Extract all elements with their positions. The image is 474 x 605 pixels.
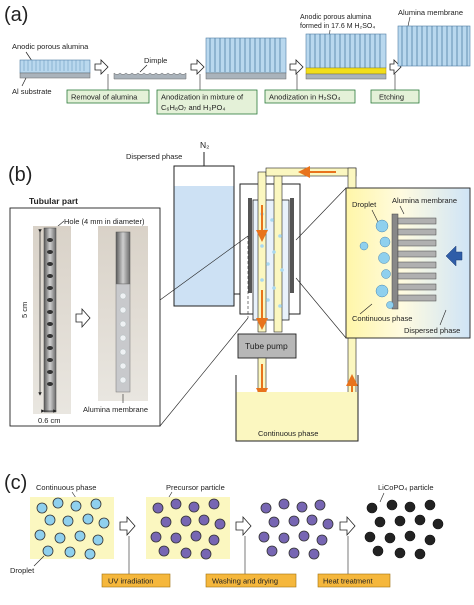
- n2-label: N₂: [200, 140, 209, 150]
- panel-c: (c) Continuous phase Droplet UV irradiat…: [4, 472, 444, 588]
- step-anodization-mixture-box: [156, 89, 258, 115]
- diameter-label: 0.6 cm: [38, 416, 61, 425]
- stage-dried-precursor: [258, 498, 334, 560]
- photo-arrow: [75, 307, 91, 329]
- washing-arrow: [235, 515, 252, 537]
- alumina-membrane-label-a: Alumina membrane: [398, 8, 463, 17]
- panel-a: (a) Anodic porous alumina Al substrate: [4, 4, 471, 115]
- washing-box: [205, 573, 297, 588]
- dispersed-phase-label: Dispersed phase: [126, 152, 182, 161]
- formed-in-label: formed in 17.6 M H₂SO₄: [300, 23, 375, 30]
- process-arrow-1: [94, 59, 109, 75]
- panel-b-label: (b): [8, 164, 32, 186]
- length-label: 5 cm: [20, 302, 29, 318]
- washing-label: Washing and drying: [212, 577, 278, 586]
- droplet-label-c: Droplet: [10, 566, 35, 575]
- inset-continuous-label: Continuous phase: [352, 314, 412, 323]
- tube-pump-label: Tube pump: [245, 341, 288, 351]
- membrane-inset: Droplet Alumina membrane Continuous phas…: [345, 187, 471, 339]
- uv-label: UV irradiation: [108, 577, 153, 586]
- stage-5-alumina-membrane: Alumina membrane: [397, 8, 471, 67]
- process-arrow-4: [389, 59, 402, 75]
- hole-label: Hole (4 mm in diameter): [64, 217, 145, 226]
- panel-b: (b) Tubular part Hole (4 mm in diameter)…: [8, 140, 471, 442]
- inset-membrane-label: Alumina membrane: [392, 196, 457, 205]
- process-arrow-3: [289, 59, 304, 75]
- licopo4-particle-label: LiCoPO₄ particle: [378, 483, 434, 492]
- process-arrow-2: [190, 59, 205, 75]
- step-anodization-h2so4-box: [264, 89, 356, 104]
- heat-arrow: [339, 515, 356, 537]
- tubular-part-title: Tubular part: [29, 196, 78, 206]
- stage-4-h2so4-layer: Anodic porous alumina formed in 17.6 M H…: [300, 14, 387, 80]
- panel-a-label: (a): [4, 4, 28, 26]
- anodic-porous-alumina-label: Anodic porous alumina: [12, 42, 89, 51]
- stage-3-anodized: [205, 37, 287, 80]
- continuous-phase-beaker: Continuous phase: [235, 375, 359, 442]
- emulsification-column: [239, 166, 358, 439]
- step-etching-label: Etching: [379, 93, 404, 102]
- dispersed-phase-tank: Dispersed phase N₂: [126, 140, 247, 307]
- step-etching-box: [370, 89, 420, 104]
- step-anodization-h2so4-label: Anodization in H₂SO₄: [269, 93, 340, 102]
- uv-box: [101, 573, 171, 588]
- inset-droplet-label: Droplet: [352, 200, 377, 209]
- continuous-phase-label-c: Continuous phase: [36, 483, 96, 492]
- continuous-phase-beaker-label: Continuous phase: [258, 429, 318, 438]
- heat-box: [317, 573, 391, 588]
- uv-arrow: [119, 515, 136, 537]
- alumina-membrane-photo-label: Alumina membrane: [83, 405, 148, 414]
- step-anodization-mixture-line1: Anodization in mixture of: [161, 93, 244, 102]
- step-removal-label: Removal of alumina: [71, 93, 138, 102]
- step-removal-box: [66, 89, 150, 104]
- stage-precursor: Precursor particle: [146, 483, 230, 560]
- step-anodization-mixture-line2: C₆H₈O₇ and H₃PO₄: [161, 103, 225, 112]
- anodic-alumina-formed-label: Anodic porous alumina: [300, 14, 371, 21]
- panel-c-label: (c): [4, 472, 27, 494]
- stage-1-al-substrate: Anodic porous alumina Al substrate: [12, 42, 91, 96]
- inset-dispersed-label: Dispersed phase: [404, 326, 460, 335]
- precursor-particle-label: Precursor particle: [166, 483, 225, 492]
- stage-licopo4: LiCoPO₄ particle: [364, 483, 444, 560]
- tubular-part-photos: Tubular part Hole (4 mm in diameter) 5 c…: [9, 196, 161, 427]
- al-substrate-label: Al substrate: [12, 87, 52, 96]
- heat-label: Heat treatment: [323, 577, 374, 586]
- dimple-label: Dimple: [144, 56, 167, 65]
- stage-droplets: Continuous phase Droplet: [10, 483, 114, 575]
- stage-2-dimpled-al: Dimple: [113, 56, 187, 80]
